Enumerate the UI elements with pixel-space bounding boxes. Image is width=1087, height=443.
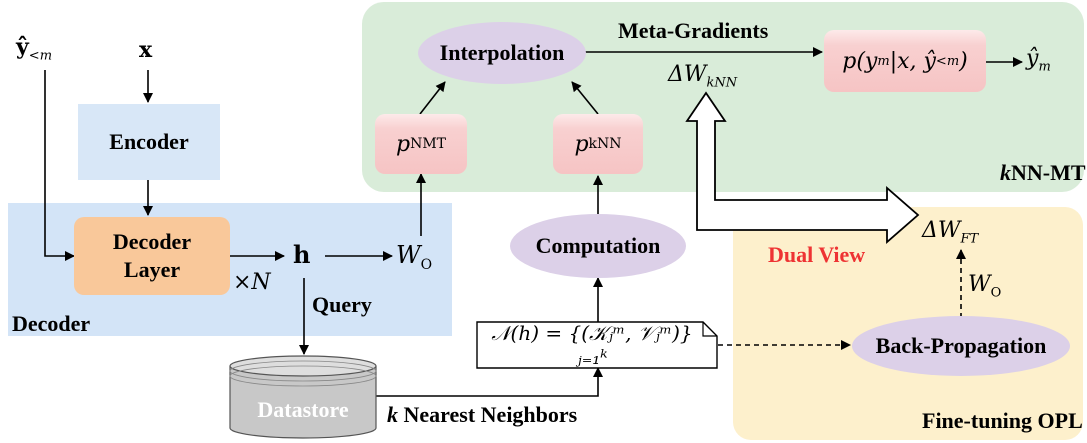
encoder-box: Encoder: [78, 104, 220, 180]
back-propagation-ellipse: Back-Propagation: [852, 316, 1070, 376]
k-nearest-neighbors-label: k Nearest Neighbors: [387, 402, 578, 427]
pknn-to-interp-arrow: [571, 81, 599, 115]
dual-view-label: Dual View: [768, 242, 866, 267]
computation-label: Computation: [535, 233, 661, 258]
times-n-label: ×N: [233, 270, 271, 295]
y-prev-arrow: [44, 70, 75, 261]
datastore-label: Datastore: [257, 397, 349, 422]
knn-retrieval-arrow: [375, 367, 603, 397]
hidden-state-h: h: [293, 240, 311, 269]
decoder-layer-label-1: Decoder: [112, 229, 192, 254]
query-label: Query: [312, 292, 372, 317]
w-o-finetune: WO: [968, 272, 1002, 301]
knn-mt-panel-label: kNN-MT: [1000, 160, 1086, 185]
finetune-panel-label: Fine-tuning OPL: [922, 408, 1083, 433]
w-o-decoder: WO: [396, 241, 433, 273]
meta-gradients-label: Meta-Gradients: [618, 18, 769, 43]
delta-w-knn: ΔWkNN: [668, 62, 738, 91]
dual-view-hollow-arrow: [685, 91, 920, 244]
output-token: ŷm: [1026, 46, 1051, 75]
computation-ellipse: Computation: [510, 214, 686, 278]
interpolation-label: Interpolation: [439, 40, 565, 65]
pnmt-to-interp-arrow: [419, 81, 446, 115]
decoder-panel-label: Decoder: [12, 311, 91, 336]
encoder-label: Encoder: [109, 129, 189, 154]
neighbors-formula: 𝒩(h) = {(𝒦ⱼᵐ, 𝒱ⱼᵐ)}ⱼ₌₁ᵏ: [491, 321, 693, 369]
decoder-layer-label-2: Layer: [123, 257, 181, 282]
delta-w-ft: ΔWFT: [922, 218, 979, 247]
interpolation-ellipse: Interpolation: [418, 22, 586, 84]
back-propagation-label: Back-Propagation: [875, 333, 1047, 358]
decoder-layer-box: Decoder Layer: [74, 217, 230, 295]
input-y-prev: ŷ<m: [16, 34, 53, 64]
input-x: x: [139, 37, 153, 63]
